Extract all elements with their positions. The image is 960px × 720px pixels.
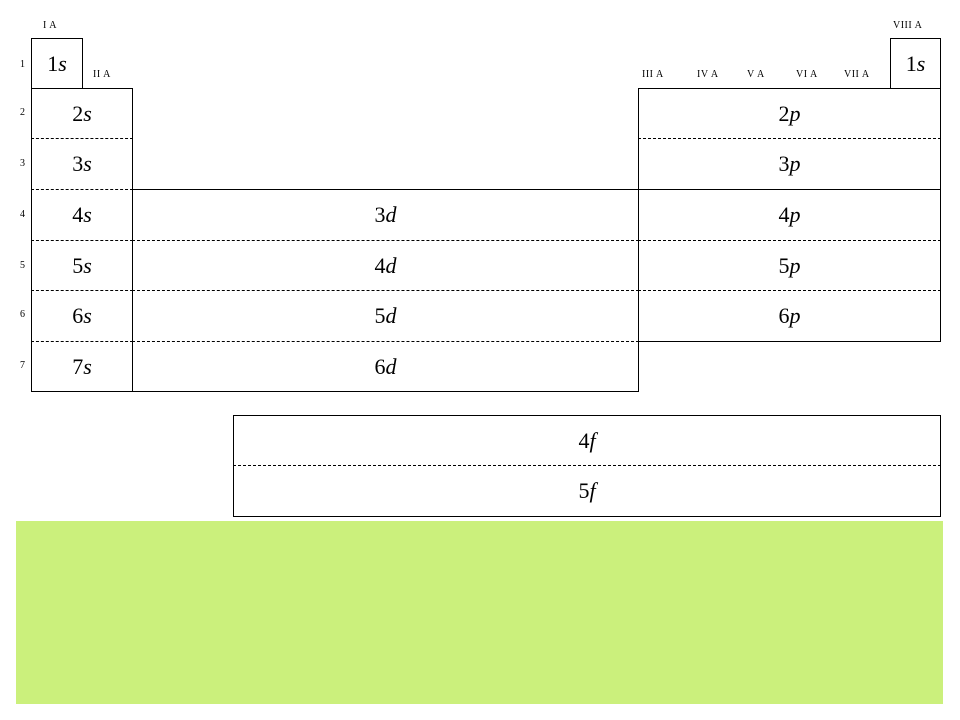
orbital-letter: s bbox=[58, 50, 67, 76]
orbital-letter: f bbox=[589, 427, 596, 453]
orbital-shell-number: 1 bbox=[905, 50, 917, 76]
orbital-letter: s bbox=[83, 151, 92, 176]
period-number-5: 5 bbox=[20, 260, 25, 271]
group-label-va: V A bbox=[747, 69, 765, 80]
divider-1s-he-block bbox=[890, 88, 941, 89]
orbital-shell-number: 3 bbox=[374, 202, 386, 227]
orbital-shell-number: 4 bbox=[578, 427, 590, 453]
orbital-letter: p bbox=[789, 252, 801, 278]
orbital-shell-number: 6 bbox=[72, 303, 84, 328]
group-label-ia: I A bbox=[43, 20, 57, 31]
orbital-shell-number: 5 bbox=[374, 303, 386, 328]
orbital-letter: s bbox=[83, 252, 92, 278]
period-number-1: 1 bbox=[20, 59, 25, 70]
orbital-shell-number: 2 bbox=[778, 100, 790, 126]
orbital-letter: d bbox=[385, 202, 397, 227]
orbital-letter: s bbox=[83, 100, 92, 126]
orbital-letter: s bbox=[83, 303, 92, 328]
orbital-shell-number: 4 bbox=[72, 202, 84, 227]
group-label-viiia: VIII A bbox=[893, 20, 923, 31]
orbital-letter: s bbox=[916, 50, 926, 76]
orbital-letter: d bbox=[385, 252, 397, 278]
orbital-letter: f bbox=[589, 478, 596, 503]
period-number-7: 7 bbox=[20, 360, 25, 371]
period-number-4: 4 bbox=[20, 209, 25, 220]
divider-1s-2s bbox=[31, 88, 83, 89]
orbital-letter: p bbox=[789, 303, 801, 328]
period-number-2: 2 bbox=[20, 107, 25, 118]
orbital-shell-number: 6 bbox=[778, 303, 790, 328]
group-label-iva: IV A bbox=[697, 69, 719, 80]
orbital-shell-number: 5 bbox=[778, 252, 790, 278]
orbital-letter: s bbox=[83, 353, 92, 379]
green-highlight-panel bbox=[16, 521, 943, 704]
orbital-shell-number: 1 bbox=[47, 50, 59, 76]
orbital-shell-number: 4 bbox=[778, 202, 790, 227]
period-number-3: 3 bbox=[20, 158, 25, 169]
orbital-letter: p bbox=[789, 151, 801, 176]
group-label-iiia: III A bbox=[642, 69, 664, 80]
period-number-6: 6 bbox=[20, 309, 25, 320]
orbital-letter: d bbox=[385, 353, 397, 379]
orbital-shell-number: 5 bbox=[72, 252, 84, 278]
orbital-letter: s bbox=[83, 202, 92, 227]
orbital-shell-number: 4 bbox=[374, 252, 386, 278]
group-label-via: VI A bbox=[796, 69, 818, 80]
orbital-shell-number: 3 bbox=[778, 151, 790, 176]
orbital-shell-number: 7 bbox=[72, 353, 84, 379]
orbital-shell-number: 3 bbox=[72, 151, 84, 176]
group-label-iia: II A bbox=[93, 69, 111, 80]
group-label-viia: VII A bbox=[844, 69, 870, 80]
orbital-shell-number: 6 bbox=[374, 353, 386, 379]
orbital-shell-number: 5 bbox=[578, 478, 590, 503]
orbital-shell-number: 2 bbox=[72, 100, 84, 126]
orbital-letter: d bbox=[385, 303, 397, 328]
orbital-letter: p bbox=[789, 202, 801, 227]
orbital-letter: p bbox=[789, 100, 801, 126]
